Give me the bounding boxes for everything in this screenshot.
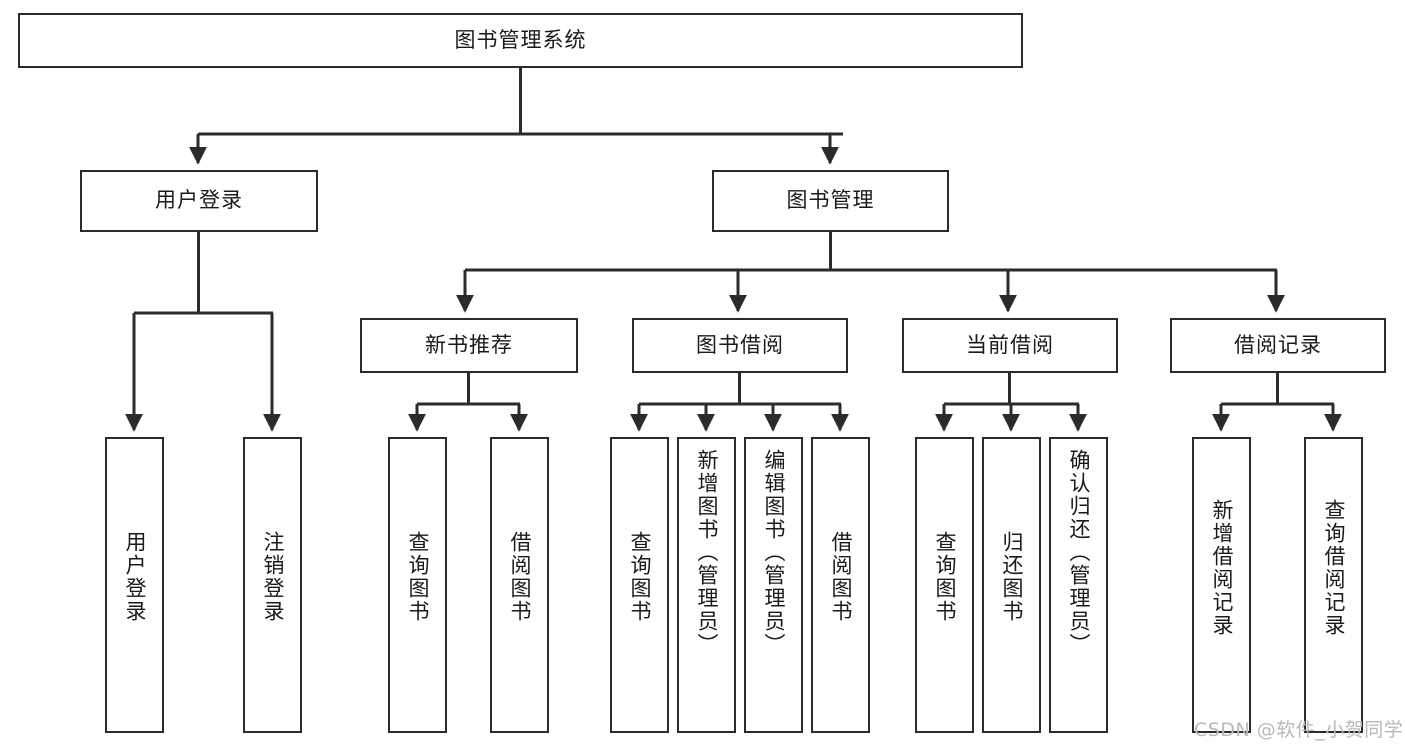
node-book-manage-label: 图书管理 — [786, 188, 875, 213]
csdn-watermark: CSDN @软件_小贺同学 — [1194, 719, 1404, 741]
node-leaf-add-record-label: 新增借阅记录 — [1209, 499, 1234, 637]
node-leaf-add-record[interactable]: 新增借阅记录 — [1192, 437, 1251, 733]
node-leaf-query-book-2[interactable]: 查询图书 — [610, 437, 669, 733]
node-leaf-return-book[interactable]: 归还图书 — [982, 437, 1041, 733]
node-borrow-record-label: 借阅记录 — [1234, 332, 1322, 357]
node-leaf-borrow-book-1-label: 借阅图书 — [507, 531, 532, 623]
node-leaf-confirm-return[interactable]: 确认归还（管理员） — [1049, 437, 1108, 733]
node-leaf-add-book[interactable]: 新增图书（管理员） — [677, 437, 736, 733]
node-leaf-query-book-1-label: 查询图书 — [405, 531, 430, 623]
node-leaf-user-logout-label: 注销登录 — [260, 531, 285, 623]
node-user-login[interactable]: 用户登录 — [80, 170, 318, 232]
node-root-label: 图书管理系统 — [454, 27, 587, 52]
node-leaf-query-book-3[interactable]: 查询图书 — [915, 437, 974, 733]
node-leaf-user-logout[interactable]: 注销登录 — [243, 437, 302, 733]
node-leaf-query-book-2-label: 查询图书 — [627, 531, 652, 623]
node-leaf-query-record-label: 查询借阅记录 — [1321, 499, 1346, 637]
node-leaf-borrow-book-2[interactable]: 借阅图书 — [811, 437, 870, 733]
node-current-borrow[interactable]: 当前借阅 — [902, 318, 1118, 373]
node-leaf-edit-book-label: 编辑图书（管理员） — [761, 449, 786, 656]
node-leaf-confirm-return-label: 确认归还（管理员） — [1066, 449, 1091, 656]
node-leaf-user-login[interactable]: 用户登录 — [105, 437, 164, 733]
node-leaf-query-book-3-label: 查询图书 — [932, 531, 957, 623]
node-leaf-borrow-book-2-label: 借阅图书 — [828, 531, 853, 623]
node-borrow-record[interactable]: 借阅记录 — [1170, 318, 1386, 373]
node-leaf-add-book-label: 新增图书（管理员） — [694, 449, 719, 656]
node-root[interactable]: 图书管理系统 — [18, 13, 1023, 68]
node-book-manage[interactable]: 图书管理 — [712, 170, 949, 232]
node-new-book-recommend-label: 新书推荐 — [425, 332, 513, 357]
node-book-borrow-label: 图书借阅 — [696, 332, 784, 357]
node-leaf-return-book-label: 归还图书 — [999, 531, 1024, 623]
node-leaf-query-record[interactable]: 查询借阅记录 — [1304, 437, 1363, 733]
node-current-borrow-label: 当前借阅 — [966, 332, 1054, 357]
node-new-book-recommend[interactable]: 新书推荐 — [360, 318, 578, 373]
node-user-login-label: 用户登录 — [155, 188, 243, 213]
node-leaf-user-login-label: 用户登录 — [122, 531, 147, 623]
node-book-borrow[interactable]: 图书借阅 — [632, 318, 848, 373]
node-leaf-borrow-book-1[interactable]: 借阅图书 — [490, 437, 549, 733]
node-leaf-query-book-1[interactable]: 查询图书 — [388, 437, 447, 733]
node-leaf-edit-book[interactable]: 编辑图书（管理员） — [744, 437, 803, 733]
